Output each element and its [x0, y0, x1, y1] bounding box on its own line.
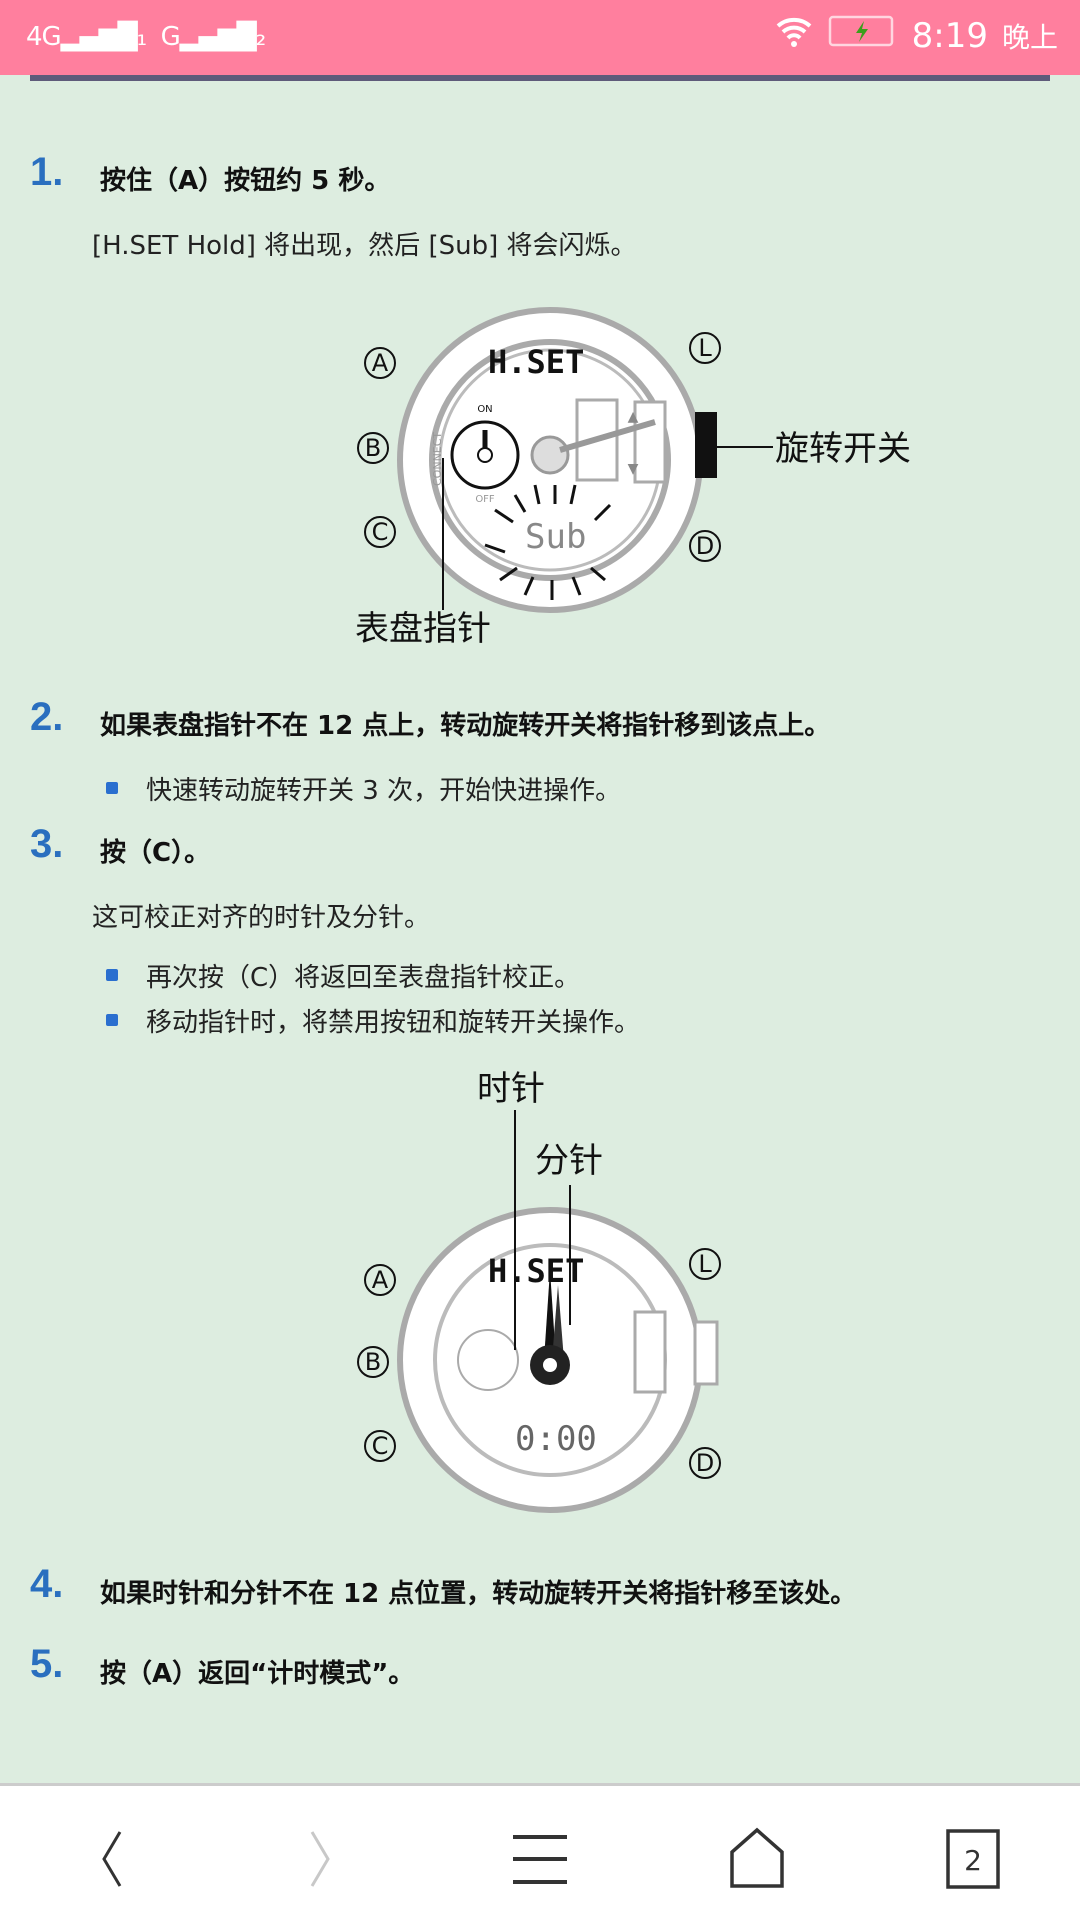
- bullet-item: 再次按（C）将返回至表盘指针校正。: [106, 957, 580, 994]
- svg-text:A: A: [372, 349, 389, 377]
- display-bottom: Sub: [525, 517, 586, 557]
- svg-text:D: D: [696, 532, 714, 560]
- bottom-nav-bar: 2: [0, 1783, 1080, 1920]
- display-top: H.SET: [488, 343, 584, 381]
- step-number: 4.: [30, 1562, 64, 1606]
- crown-icon: [695, 412, 717, 478]
- tabs-count: 2: [964, 1844, 982, 1877]
- minute-hand: [552, 1285, 564, 1360]
- svg-text:C: C: [372, 1432, 389, 1460]
- svg-text:ON: ON: [477, 404, 492, 415]
- svg-text:B: B: [365, 1348, 381, 1376]
- display-top: H.SET: [488, 1252, 584, 1290]
- forward-button[interactable]: [290, 1824, 360, 1894]
- step-title: 如果时针和分针不在 12 点位置，转动旋转开关将指针移至该处。: [100, 1579, 857, 1609]
- step-title: 按（A）返回“计时模式”。: [100, 1659, 415, 1689]
- label-minute: 分针: [535, 1141, 603, 1181]
- svg-text:OFF: OFF: [475, 494, 495, 505]
- watch-figure-1: CONNECT ▲ ▼ 旋转开关 H.SET ON OFF Sub 表盘指针 A…: [355, 307, 911, 649]
- menu-button[interactable]: [505, 1824, 575, 1894]
- ring-text: CONNECT: [431, 432, 444, 486]
- clock: 8:19: [911, 15, 988, 56]
- svg-text:A: A: [372, 1266, 389, 1294]
- bullet-item: 快速转动旋转开关 3 次，开始快进操作。: [106, 770, 621, 807]
- status-bar: 4G▂▄▆█₁ G▂▄▆█₂ 8:19 晚上: [0, 0, 1080, 75]
- label-crown: 旋转开关: [775, 429, 911, 469]
- step-desc: [H.SET Hold] 将出现，然后 [Sub] 将会闪烁。: [92, 231, 637, 261]
- watch-figure-2: 时针 分针 H.SET 0:00 A B C L D: [357, 1069, 721, 1513]
- step-number: 3.: [30, 822, 64, 866]
- bullet-item: 移动指针时，将禁用按钮和旋转开关操作。: [106, 1002, 640, 1039]
- display-bottom: 0:00: [515, 1419, 597, 1459]
- home-button[interactable]: [722, 1824, 792, 1894]
- battery-icon: [828, 14, 898, 57]
- hour-hand: [544, 1270, 556, 1360]
- step-title: 如果表盘指针不在 12 点上，转动旋转开关将指针移到该点上。: [100, 711, 831, 741]
- svg-text:D: D: [696, 1449, 714, 1477]
- signal-indicators: 4G▂▄▆█₁ G▂▄▆█₂: [26, 22, 266, 52]
- header-divider: [30, 75, 1050, 81]
- svg-text:L: L: [698, 1250, 712, 1278]
- step-desc: 这可校正对齐的时针及分针。: [92, 903, 431, 933]
- step-number: 1.: [30, 150, 64, 194]
- back-button[interactable]: [74, 1824, 144, 1894]
- step-title: 按住（A）按钮约 5 秒。: [100, 166, 391, 196]
- clock-period: 晚上: [1001, 20, 1058, 54]
- step-title: 按（C）。: [100, 838, 211, 868]
- tabs-button[interactable]: 2: [938, 1824, 1008, 1894]
- svg-text:▲: ▲: [628, 409, 639, 425]
- svg-text:C: C: [372, 518, 389, 546]
- label-hour: 时针: [477, 1069, 545, 1109]
- step-number: 2.: [30, 695, 64, 739]
- wifi-icon: [774, 14, 814, 57]
- svg-text:▼: ▼: [628, 461, 639, 477]
- step-number: 5.: [30, 1642, 64, 1686]
- svg-text:B: B: [365, 434, 381, 462]
- svg-text:L: L: [698, 334, 712, 362]
- label-hand: 表盘指针: [355, 609, 491, 649]
